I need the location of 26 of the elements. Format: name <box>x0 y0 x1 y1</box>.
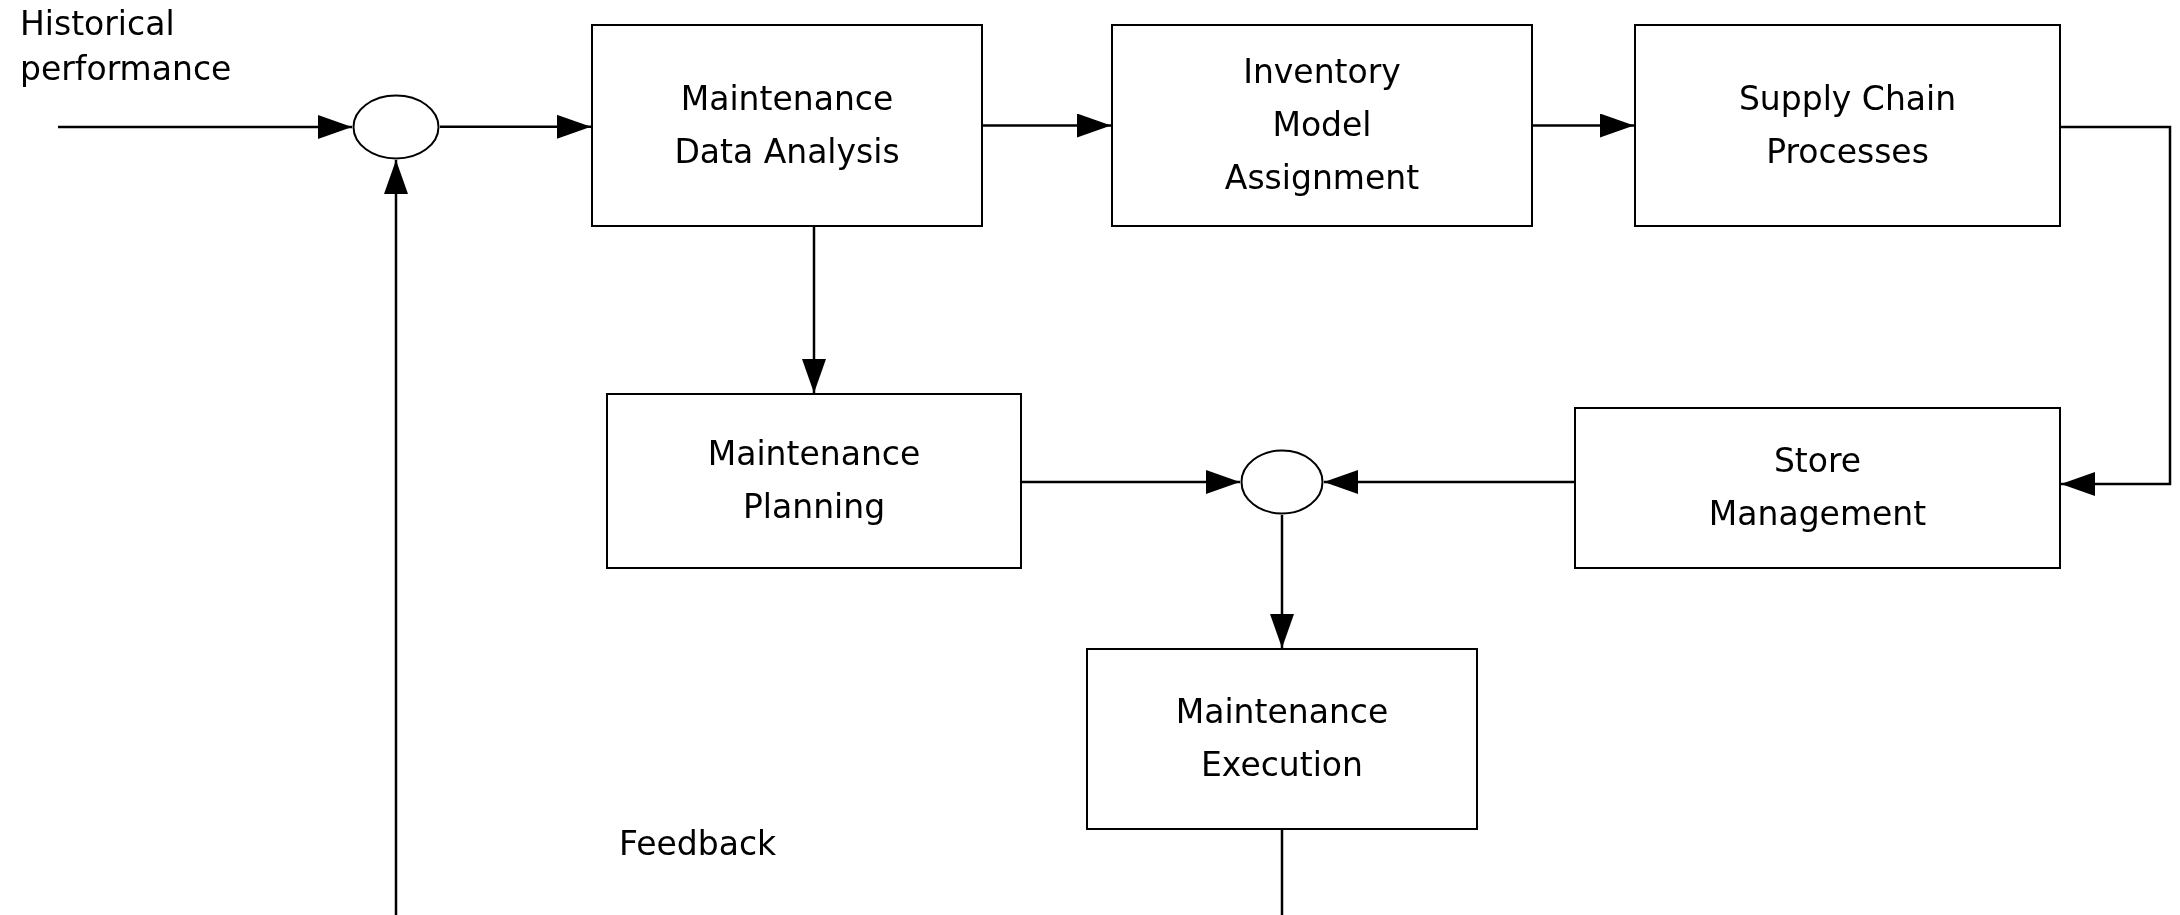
box-label: Supply Chain Processes <box>1737 77 1958 173</box>
box-label: Maintenance Execution <box>1174 691 1390 786</box>
process-box <box>606 393 1022 569</box>
box-label: Store Management <box>1707 440 1928 535</box>
arrow <box>1022 470 1240 494</box>
process-box <box>1111 24 1533 227</box>
arrow <box>1270 515 1294 648</box>
arrow <box>1324 470 1574 494</box>
annotation-text: Historical performance <box>20 3 233 90</box>
box-label: Maintenance Data Analysis <box>673 77 901 173</box>
process-box <box>591 24 983 227</box>
annotation-text: Feedback <box>619 823 777 865</box>
arrow <box>384 160 1284 915</box>
process-box <box>1086 648 1478 830</box>
arrow <box>2061 125 2172 496</box>
arrow <box>58 115 352 139</box>
summing-junction <box>1240 449 1324 515</box>
process-box <box>1574 407 2061 569</box>
arrow <box>1533 113 1634 138</box>
arrow <box>440 114 591 139</box>
process-box <box>1634 24 2061 227</box>
box-label: Inventory Model Assignment <box>1223 51 1421 199</box>
arrow <box>802 227 826 393</box>
summing-junction <box>352 94 440 160</box>
box-label: Maintenance Planning <box>706 433 922 528</box>
arrow <box>983 113 1111 138</box>
